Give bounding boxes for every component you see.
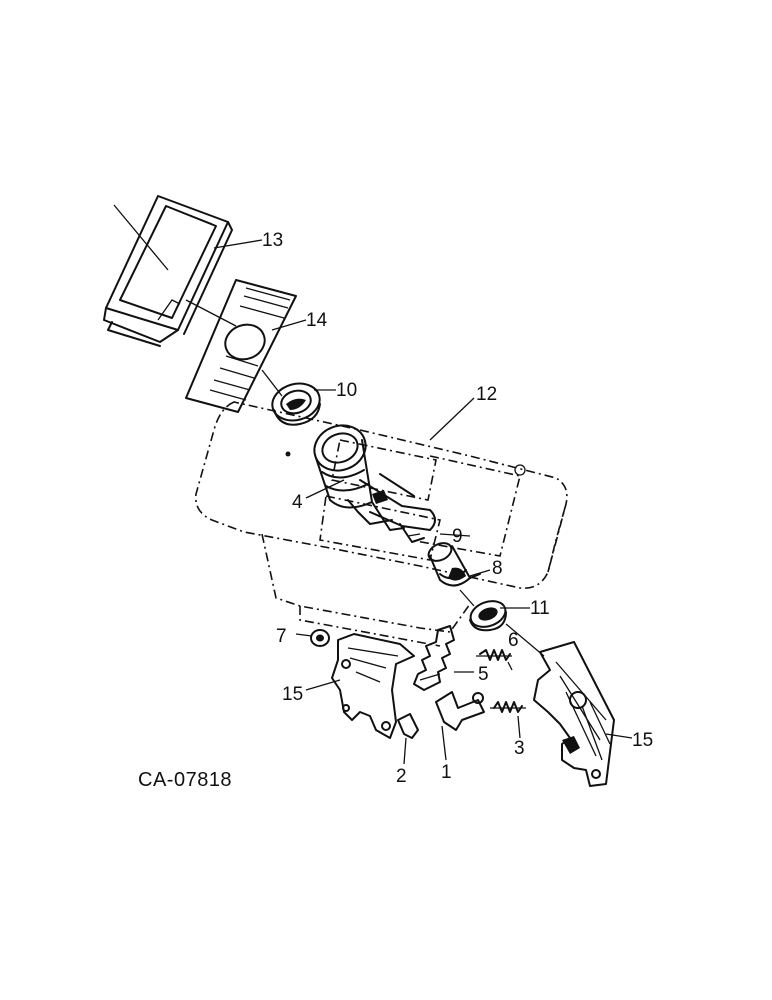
callout-11: 11 xyxy=(530,598,550,619)
part-7-nut xyxy=(310,629,330,647)
part-4-shifter-body xyxy=(313,424,436,531)
callout-7: 7 xyxy=(276,626,287,647)
callout-1: 1 xyxy=(441,762,452,783)
part-8-bushing xyxy=(427,542,481,587)
diagram-code: CA-07818 xyxy=(138,769,232,791)
part-15-left-bracket xyxy=(331,633,415,739)
callout-2: 2 xyxy=(396,766,407,787)
part-12-console-housing xyxy=(195,401,568,647)
leader-lines xyxy=(213,239,633,765)
callout-15-left: 15 xyxy=(282,684,303,705)
part-10-boot xyxy=(261,369,321,426)
callout-14: 14 xyxy=(306,310,328,331)
part-11-seal xyxy=(459,589,507,632)
callout-3: 3 xyxy=(514,738,525,759)
part-9-pin xyxy=(399,523,425,543)
part-14-plate xyxy=(185,279,297,413)
callout-8: 8 xyxy=(492,558,503,579)
callout-15-right: 15 xyxy=(632,730,653,751)
callout-12: 12 xyxy=(476,384,497,405)
callout-4: 4 xyxy=(292,492,303,513)
callout-9: 9 xyxy=(452,526,463,547)
part-3-spring xyxy=(490,701,526,713)
part-6-spring xyxy=(476,649,512,661)
callout-5: 5 xyxy=(478,664,489,685)
callout-13: 13 xyxy=(262,230,283,251)
part-15-right-bracket xyxy=(505,623,615,787)
callout-10: 10 xyxy=(336,380,357,401)
callouts: 1 2 3 4 5 6 7 8 9 10 11 12 13 14 15 15 xyxy=(262,230,653,787)
callout-6: 6 xyxy=(508,630,519,651)
part-1-lever xyxy=(435,691,485,731)
part-5-toothed-plate xyxy=(413,625,455,691)
part-2-clip xyxy=(397,713,419,739)
part-13-frame xyxy=(103,195,233,347)
